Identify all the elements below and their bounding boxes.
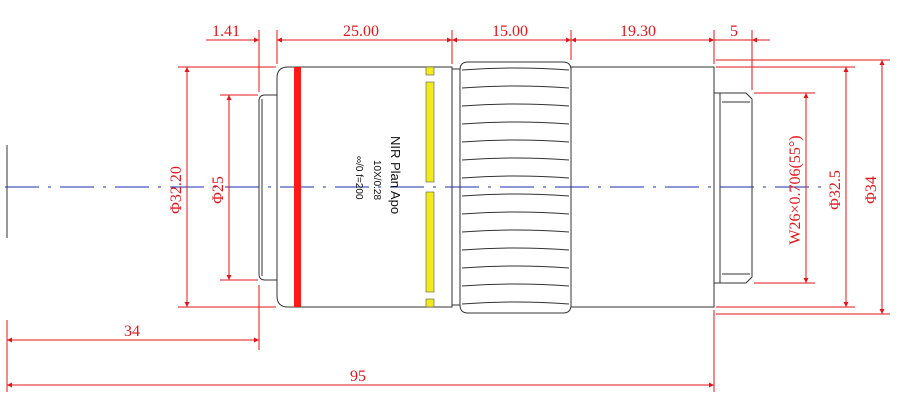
dim-dia-32-5: Φ32.5 [827, 170, 844, 210]
lens-infinity: ∞/0 f=200 [353, 156, 364, 200]
knurl-pattern [461, 67, 570, 305]
dim-19-30: 19.30 [620, 23, 656, 40]
front-cap [258, 94, 277, 281]
lens-engraving: NIR Plan Apo 10X/0.28 ∞/0 f=200 [353, 136, 403, 214]
lens-body [258, 61, 753, 314]
bottom-dimensions [6, 285, 715, 392]
dim-thread: W26×0.706(55°) [787, 135, 804, 244]
red-magnification-band [294, 67, 301, 307]
yellow-marker-band [425, 66, 435, 308]
dim-5: 5 [730, 23, 738, 40]
dim-dia-32-20: Φ32.20 [168, 166, 185, 214]
lens-name: NIR Plan Apo [388, 136, 403, 214]
thread-mount [714, 92, 753, 284]
dim-95: 95 [350, 368, 366, 385]
dim-34: 34 [124, 323, 140, 340]
lens-spec: 10X/0.28 [371, 160, 382, 200]
rear-barrel [570, 66, 715, 308]
main-barrel [276, 66, 453, 308]
dim-dia-34: Φ34 [863, 176, 880, 204]
dim-15-00: 15.00 [492, 23, 528, 40]
dim-25-00: 25.00 [343, 23, 379, 40]
dim-dia-25: Φ25 [210, 176, 227, 204]
dim-1-41: 1.41 [212, 23, 240, 40]
top-dimensions [206, 30, 770, 92]
diameter-dimensions [178, 59, 890, 315]
knurled-ring [459, 61, 572, 314]
